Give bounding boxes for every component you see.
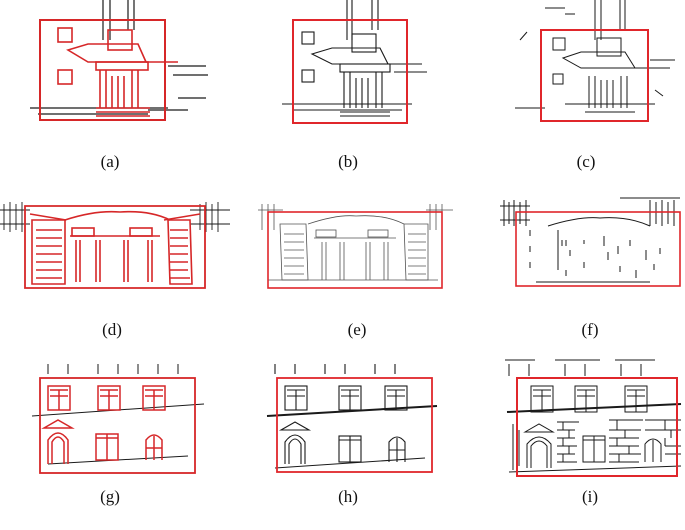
facade-entrance-sketch-a bbox=[30, 0, 208, 121]
panel-h bbox=[265, 360, 445, 485]
caption-g: (g) bbox=[100, 487, 120, 506]
caption-c: (c) bbox=[576, 152, 596, 171]
panel-a bbox=[28, 0, 208, 130]
panel-d bbox=[0, 190, 230, 300]
facade-entrance-sketch-c bbox=[515, 0, 675, 122]
caption-d: (d) bbox=[102, 320, 122, 339]
caption-a: (a) bbox=[100, 152, 120, 171]
facade-entrance-sketch-b bbox=[282, 0, 427, 124]
caption-b: (b) bbox=[338, 152, 358, 171]
caption-i: (i) bbox=[581, 487, 599, 506]
panel-i bbox=[505, 350, 685, 485]
panel-g bbox=[28, 360, 208, 485]
caption-f: (f) bbox=[581, 320, 599, 339]
portico-sketch-e bbox=[258, 204, 453, 289]
portico-sketch-f bbox=[500, 197, 681, 287]
facade-windows-sketch-g bbox=[31, 364, 205, 474]
panel-e bbox=[258, 190, 458, 300]
facade-rusticated-sketch-i bbox=[505, 359, 682, 477]
caption-h: (h) bbox=[338, 487, 358, 506]
facade-windows-sketch-h bbox=[266, 364, 438, 473]
portico-sketch-d bbox=[0, 202, 230, 289]
caption-e: (e) bbox=[347, 320, 367, 339]
panel-f bbox=[500, 190, 685, 300]
panel-b bbox=[262, 0, 432, 130]
panel-c bbox=[505, 0, 675, 130]
